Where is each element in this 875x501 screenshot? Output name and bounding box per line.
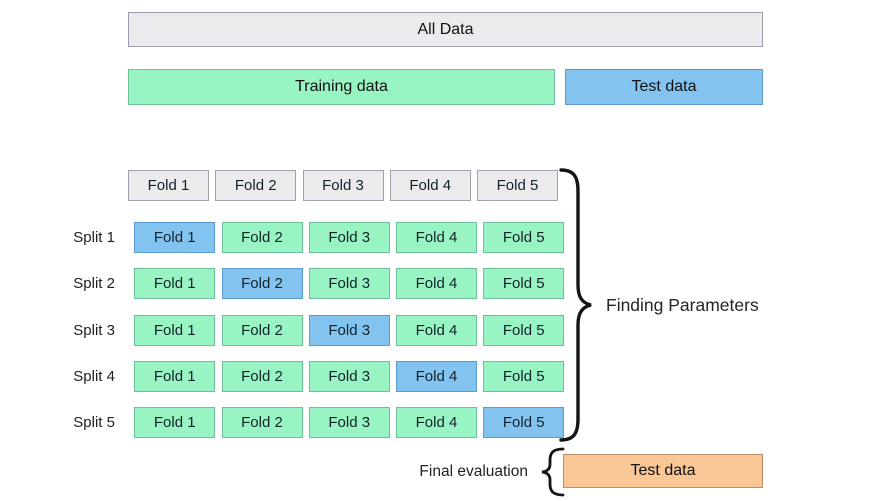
fold-cell-train: Fold 4: [396, 268, 477, 299]
fold-cell-train: Fold 5: [483, 361, 565, 392]
fold-cell-test: Fold 1: [134, 222, 216, 253]
final-evaluation-label: Final evaluation: [419, 463, 528, 480]
fold-cell-train: Fold 2: [221, 361, 303, 392]
fold-cell-train: Fold 1: [134, 361, 216, 392]
fold-header-row: Fold 1 Fold 2 Fold 3 Fold 4 Fold 5: [128, 170, 558, 201]
split-label: Split 1: [73, 229, 115, 246]
finding-parameters-label: Finding Parameters: [606, 295, 759, 315]
fold-cell-train: Fold 1: [134, 407, 216, 438]
fold-cell-train: Fold 3: [308, 222, 390, 253]
finding-parameters-brace-icon: [558, 167, 594, 443]
fold-cell-train: Fold 3: [308, 407, 390, 438]
fold-cell-test: Fold 5: [483, 407, 565, 438]
split-label: Split 3: [73, 322, 115, 339]
fold-header: Fold 4: [389, 170, 471, 201]
fold-cell-train: Fold 4: [396, 407, 477, 438]
all-data-bar: All Data: [128, 12, 763, 47]
split-row: Split 4 Fold 1 Fold 2 Fold 3 Fold 4 Fold…: [55, 361, 565, 392]
fold-header: Fold 3: [302, 170, 384, 201]
fold-header: Fold 5: [477, 170, 558, 201]
fold-cell-train: Fold 3: [308, 361, 390, 392]
fold-cell-train: Fold 5: [483, 222, 565, 253]
fold-header: Fold 1: [128, 170, 209, 201]
training-data-bar: Training data: [128, 69, 555, 105]
test-data-bar: Test data: [565, 69, 763, 105]
fold-cell-train: Fold 4: [396, 222, 477, 253]
split-row: Split 5 Fold 1 Fold 2 Fold 3 Fold 4 Fold…: [55, 407, 565, 438]
fold-cell-test: Fold 4: [396, 361, 477, 392]
split-row: Split 1 Fold 1 Fold 2 Fold 3 Fold 4 Fold…: [55, 222, 565, 253]
fold-cell-train: Fold 1: [134, 268, 216, 299]
fold-cell-train: Fold 2: [221, 315, 303, 346]
split-row: Split 2 Fold 1 Fold 2 Fold 3 Fold 4 Fold…: [55, 268, 565, 299]
fold-cell-test: Fold 2: [221, 268, 303, 299]
final-evaluation-brace-icon: [540, 447, 566, 497]
split-label: Split 4: [73, 368, 115, 385]
final-test-data-bar: Test data: [563, 454, 763, 488]
split-row: Split 3 Fold 1 Fold 2 Fold 3 Fold 4 Fold…: [55, 315, 565, 346]
fold-cell-test: Fold 3: [308, 315, 390, 346]
fold-cell-train: Fold 4: [396, 315, 477, 346]
fold-cell-train: Fold 5: [483, 268, 565, 299]
split-label: Split 5: [73, 414, 115, 431]
fold-header: Fold 2: [215, 170, 297, 201]
fold-cell-train: Fold 2: [221, 222, 303, 253]
fold-cell-train: Fold 5: [483, 315, 565, 346]
fold-cell-train: Fold 2: [221, 407, 303, 438]
fold-cell-train: Fold 1: [134, 315, 216, 346]
fold-cell-train: Fold 3: [308, 268, 390, 299]
split-label: Split 2: [73, 275, 115, 292]
